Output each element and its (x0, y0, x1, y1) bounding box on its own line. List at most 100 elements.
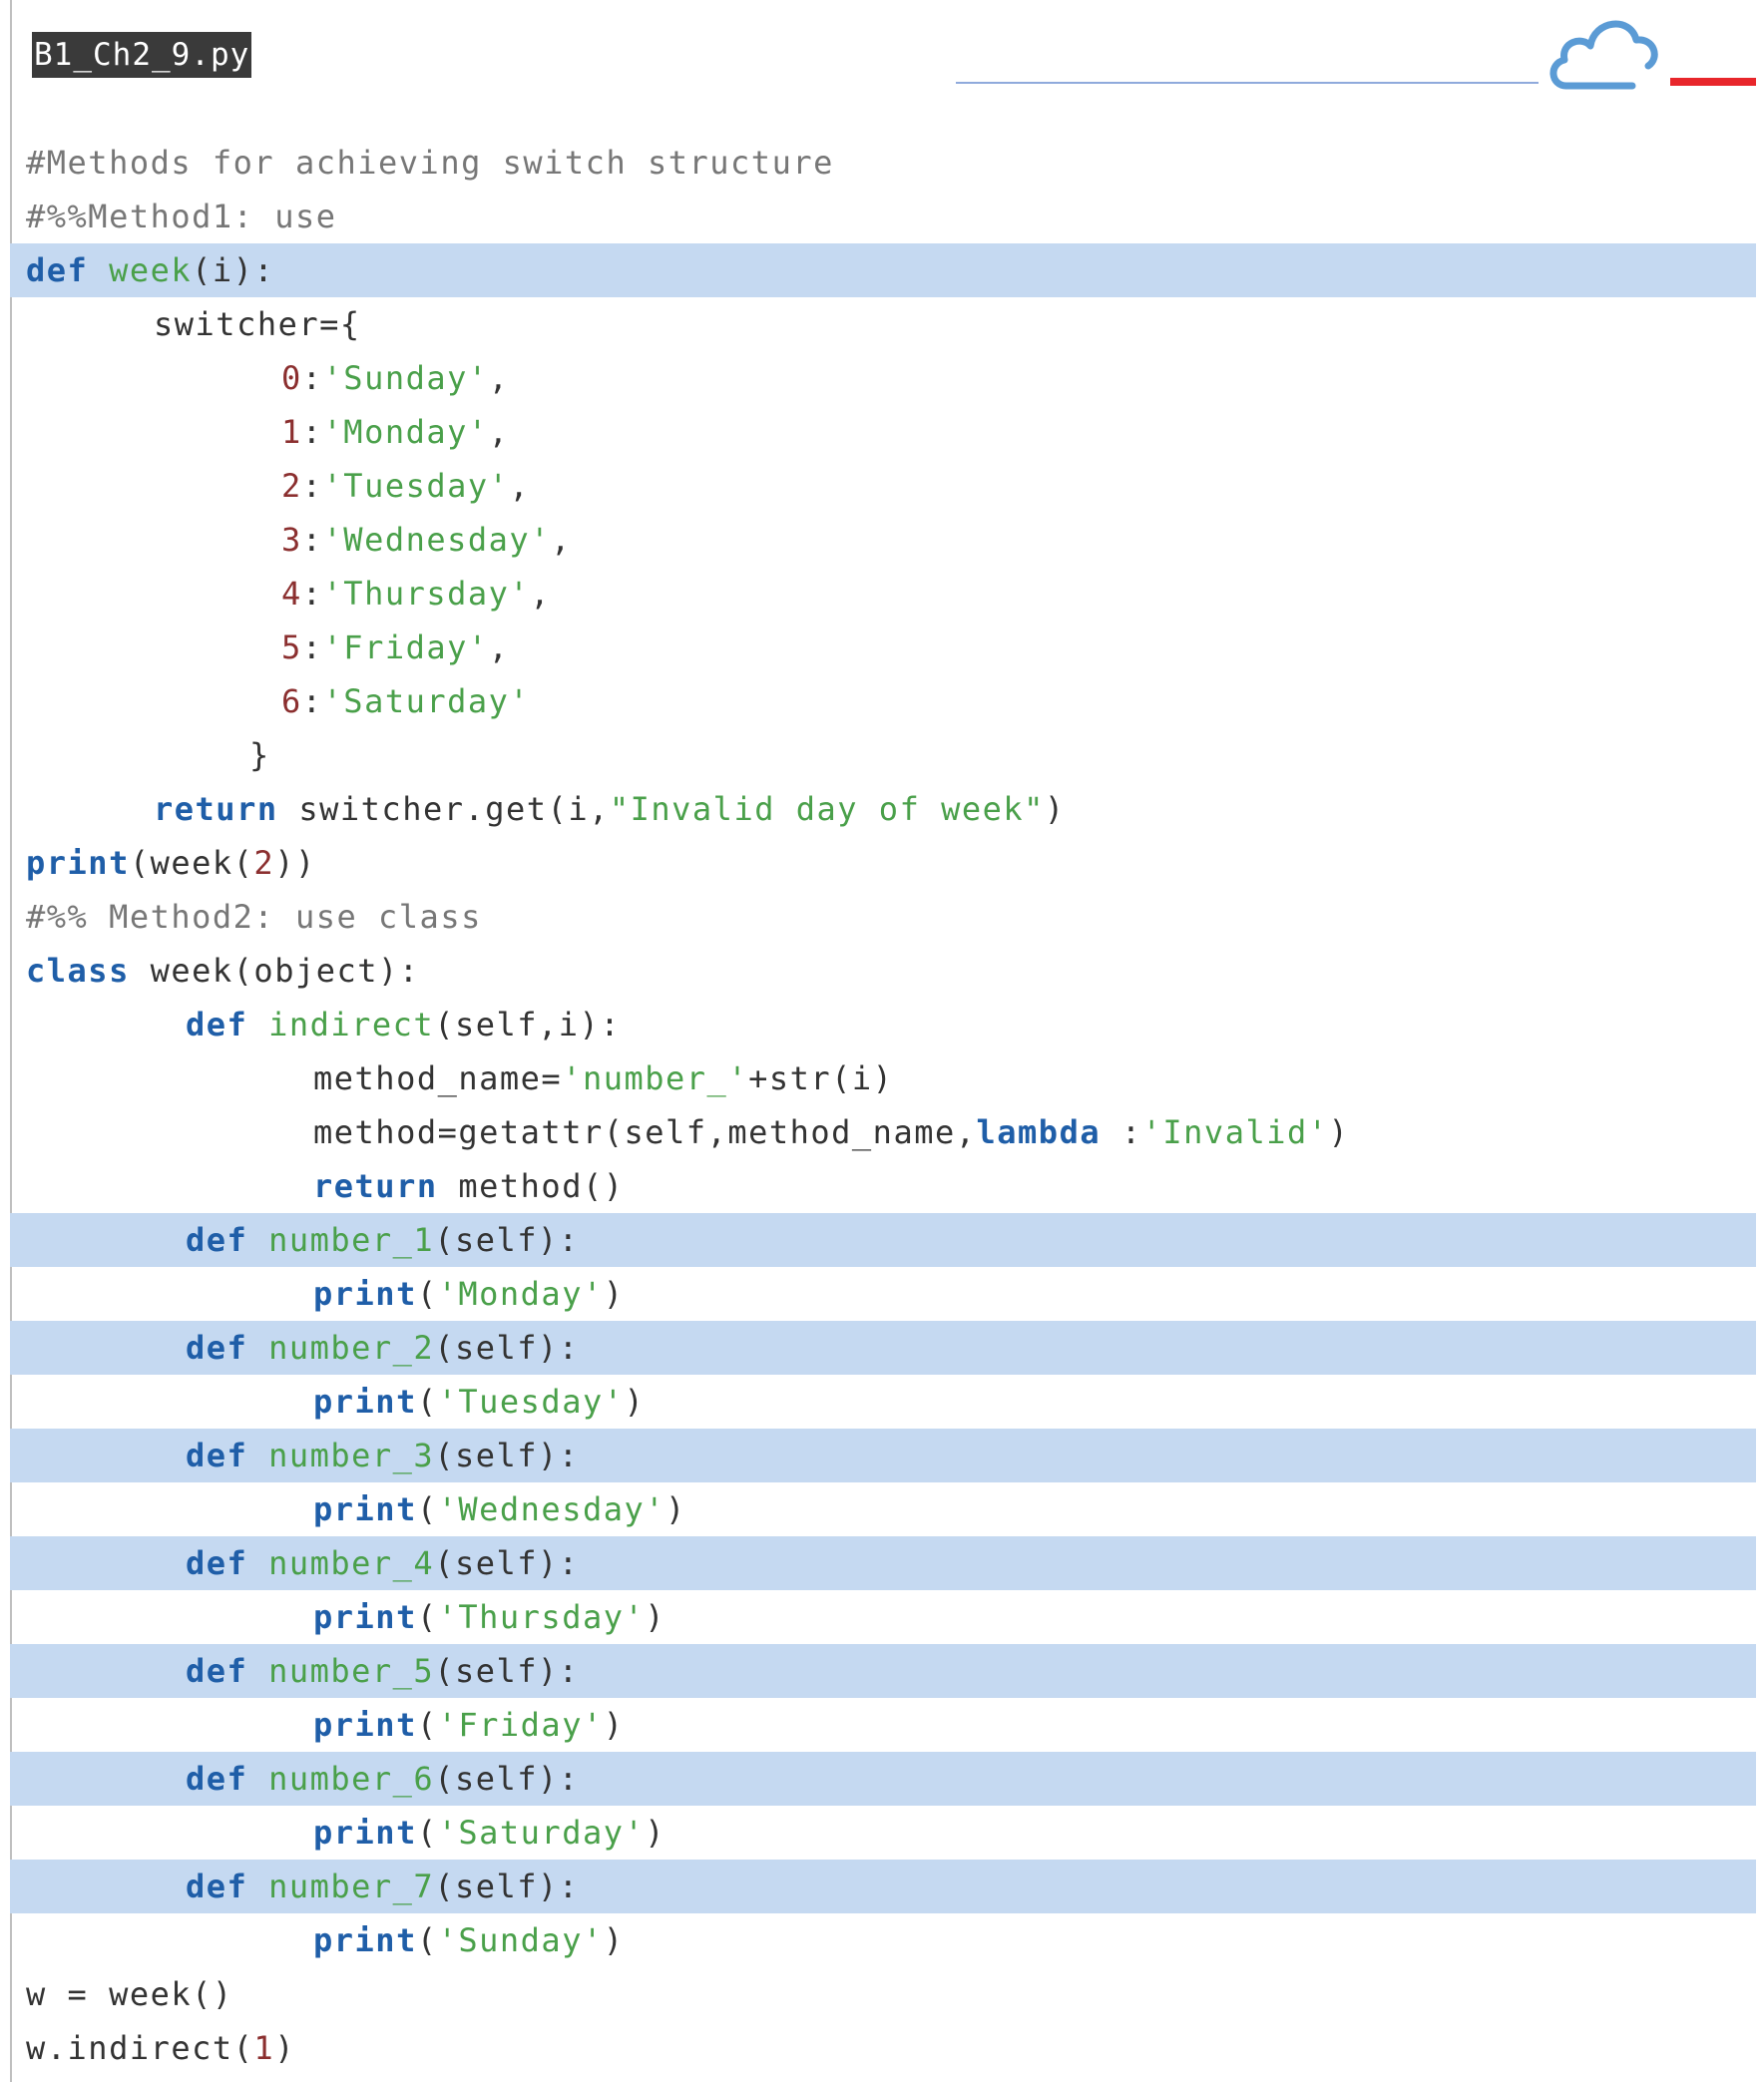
code-token: return (154, 790, 278, 828)
code-token (247, 1329, 268, 1367)
code-token: return (313, 1167, 438, 1205)
code-token: (self,i): (434, 1006, 622, 1043)
code-line-text: #Methods for achieving switch structure (26, 136, 834, 190)
code-token: 2 (281, 467, 302, 505)
code-token: def (186, 1868, 248, 1905)
code-token: ( (416, 1921, 438, 1959)
code-line-text: def week(i): (26, 243, 274, 297)
code-line: def number_2(self): (10, 1321, 1756, 1375)
code-token: number_2 (268, 1329, 435, 1367)
code-token: ) (665, 1490, 686, 1528)
code-line: 0:'Sunday', (10, 351, 1756, 405)
code-token: 'Thursday' (437, 1598, 646, 1636)
code-token: ( (416, 1490, 438, 1528)
code-token: )) (274, 844, 316, 882)
code-token: print (26, 844, 130, 882)
code-token: , (550, 521, 572, 559)
code-token: ( (416, 1383, 438, 1421)
code-token: print (313, 1921, 417, 1959)
code-token: 1 (281, 413, 302, 451)
code-token: number_7 (268, 1868, 435, 1905)
code-line-text: return method() (313, 1159, 624, 1213)
code-token: #Methods for achieving switch structure (26, 144, 834, 182)
code-line-text: switcher={ (154, 297, 361, 351)
code-token: : (301, 521, 323, 559)
accent-red-bar (1670, 78, 1756, 86)
code-line: def number_5(self): (10, 1644, 1756, 1698)
code-line: def number_3(self): (10, 1429, 1756, 1482)
code-token: 'Tuesday' (437, 1383, 625, 1421)
code-token: (self): (434, 1868, 580, 1905)
code-line-text: print('Sunday') (313, 1913, 624, 1967)
code-token: (week( (129, 844, 254, 882)
code-token: number_3 (268, 1437, 435, 1474)
code-token (247, 1760, 268, 1798)
code-line-text: 3:'Wednesday', (281, 513, 572, 567)
code-token: method() (437, 1167, 625, 1205)
code-token: print (313, 1706, 417, 1744)
code-line: def indirect(self,i): (10, 998, 1756, 1051)
code-line: 2:'Tuesday', (10, 459, 1756, 513)
code-token: 'Tuesday' (322, 467, 510, 505)
code-line: 5:'Friday', (10, 621, 1756, 674)
code-token: #%% Method2: use class (26, 898, 482, 936)
code-token: +str(i) (748, 1059, 894, 1097)
code-token: 1 (253, 2029, 275, 2067)
code-token: print (313, 1275, 417, 1313)
code-line: return method() (10, 1159, 1756, 1213)
code-token: week (109, 251, 193, 289)
code-line-text: print('Wednesday') (313, 1482, 686, 1536)
code-line-text: print('Friday') (313, 1698, 624, 1752)
code-line-text: print(week(2)) (26, 836, 316, 890)
code-token: (self): (434, 1544, 580, 1582)
code-line-text: print('Tuesday') (313, 1375, 645, 1429)
code-token: 'Wednesday' (322, 521, 551, 559)
code-line: switcher={ (10, 297, 1756, 351)
code-token: week(object): (129, 952, 420, 990)
code-line-text: print('Thursday') (313, 1590, 665, 1644)
code-line-text: def indirect(self,i): (186, 998, 621, 1051)
code-line-text: def number_1(self): (186, 1213, 580, 1267)
code-token: 'number_' (562, 1059, 749, 1097)
code-line: #Methods for achieving switch structure (10, 136, 1756, 190)
code-token (247, 1221, 268, 1259)
code-token: : (301, 575, 323, 613)
code-token (247, 1437, 268, 1474)
code-token: method=getattr(self,method_name, (313, 1113, 977, 1151)
code-token (247, 1868, 268, 1905)
code-token: ) (603, 1921, 625, 1959)
code-line: #%%Method1: use (10, 190, 1756, 243)
code-line: #%% Method2: use class (10, 890, 1756, 944)
code-token (247, 1544, 268, 1582)
code-line-text: def number_7(self): (186, 1860, 580, 1913)
code-line-text: def number_5(self): (186, 1644, 580, 1698)
code-token: 'Monday' (322, 413, 489, 451)
code-token: 'Saturday' (322, 682, 531, 720)
code-token: , (488, 413, 510, 451)
code-line: print('Monday') (10, 1267, 1756, 1321)
code-token: ) (1044, 790, 1066, 828)
code-token: switcher={ (154, 305, 361, 343)
code-token: (self): (434, 1221, 580, 1259)
code-token: (i): (192, 251, 275, 289)
code-token: : (1101, 1113, 1142, 1151)
code-token: ( (416, 1598, 438, 1636)
code-token: : (301, 628, 323, 666)
code-token: print (313, 1814, 417, 1852)
code-token: def (186, 1329, 248, 1367)
code-token: 'Sunday' (322, 359, 489, 397)
code-token: ( (416, 1814, 438, 1852)
code-line: print('Saturday') (10, 1806, 1756, 1860)
code-token: 5 (281, 628, 302, 666)
code-token: 'Saturday' (437, 1814, 646, 1852)
code-line-text: print('Monday') (313, 1267, 624, 1321)
code-token: 'Monday' (437, 1275, 604, 1313)
code-token: 0 (281, 359, 302, 397)
code-token: class (26, 952, 130, 990)
code-line: def week(i): (10, 243, 1756, 297)
code-line: w.indirect(1) (10, 2021, 1756, 2075)
code-block: #Methods for achieving switch structure #… (10, 136, 1756, 2075)
code-token: 'Friday' (437, 1706, 604, 1744)
code-token: ( (416, 1706, 438, 1744)
